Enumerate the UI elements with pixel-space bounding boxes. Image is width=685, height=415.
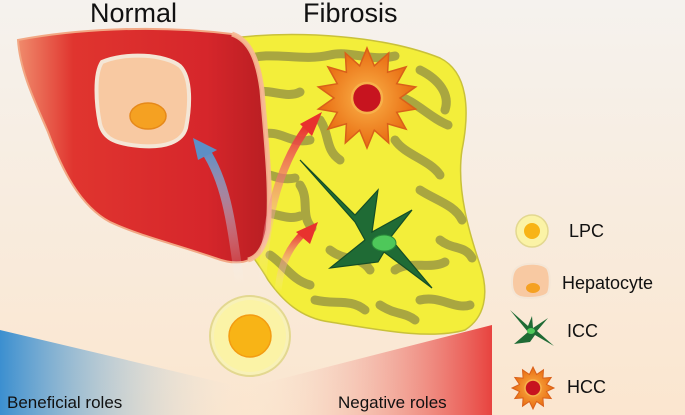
beneficial-gradient-band [0, 330, 245, 415]
beneficial-roles-label: Beneficial roles [7, 393, 122, 412]
red-arrow-to-hcc [258, 123, 312, 286]
blue-arrowhead [193, 138, 217, 160]
negative-roles-label: Negative roles [338, 393, 447, 412]
heading-fibrosis: Fibrosis [303, 0, 398, 28]
legend-item-lpc: LPC [515, 214, 604, 248]
negative-gradient-band [245, 325, 492, 415]
legend-item-hcc: HCC [510, 365, 606, 411]
hcc-nucleus [350, 81, 384, 115]
legend-label-lpc: LPC [569, 221, 604, 241]
legend-item-hepatocyte: Hepatocyte [510, 262, 653, 299]
lpc-cell-icon [515, 214, 549, 248]
hepatocyte-cell-icon [510, 262, 551, 299]
hcc-cell [316, 46, 418, 150]
legend-label-hepatocyte: Hepatocyte [562, 273, 653, 293]
lpc-cell [209, 295, 291, 377]
hcc-cell-icon [510, 365, 556, 411]
lpc-nucleus [228, 314, 272, 358]
legend-label-hcc: HCC [567, 377, 606, 397]
hepatocyte-nucleus [129, 102, 167, 130]
icc-cell [299, 159, 433, 289]
legend-item-icc: ICC [510, 310, 598, 346]
icc-nucleus [371, 234, 397, 252]
blue-arrow-to-hepatocyte [201, 147, 245, 286]
hepatocyte-cell [94, 53, 192, 149]
legend-label-icc: ICC [567, 321, 598, 341]
legend: LPC Hepatocyte ICC HCC [510, 214, 653, 411]
icc-cell-icon [510, 310, 554, 346]
differentiation-arrows [193, 112, 322, 293]
heading-normal: Normal [90, 0, 177, 28]
red-arrowhead-icc [296, 222, 318, 244]
red-arrowhead-hcc [300, 112, 322, 136]
